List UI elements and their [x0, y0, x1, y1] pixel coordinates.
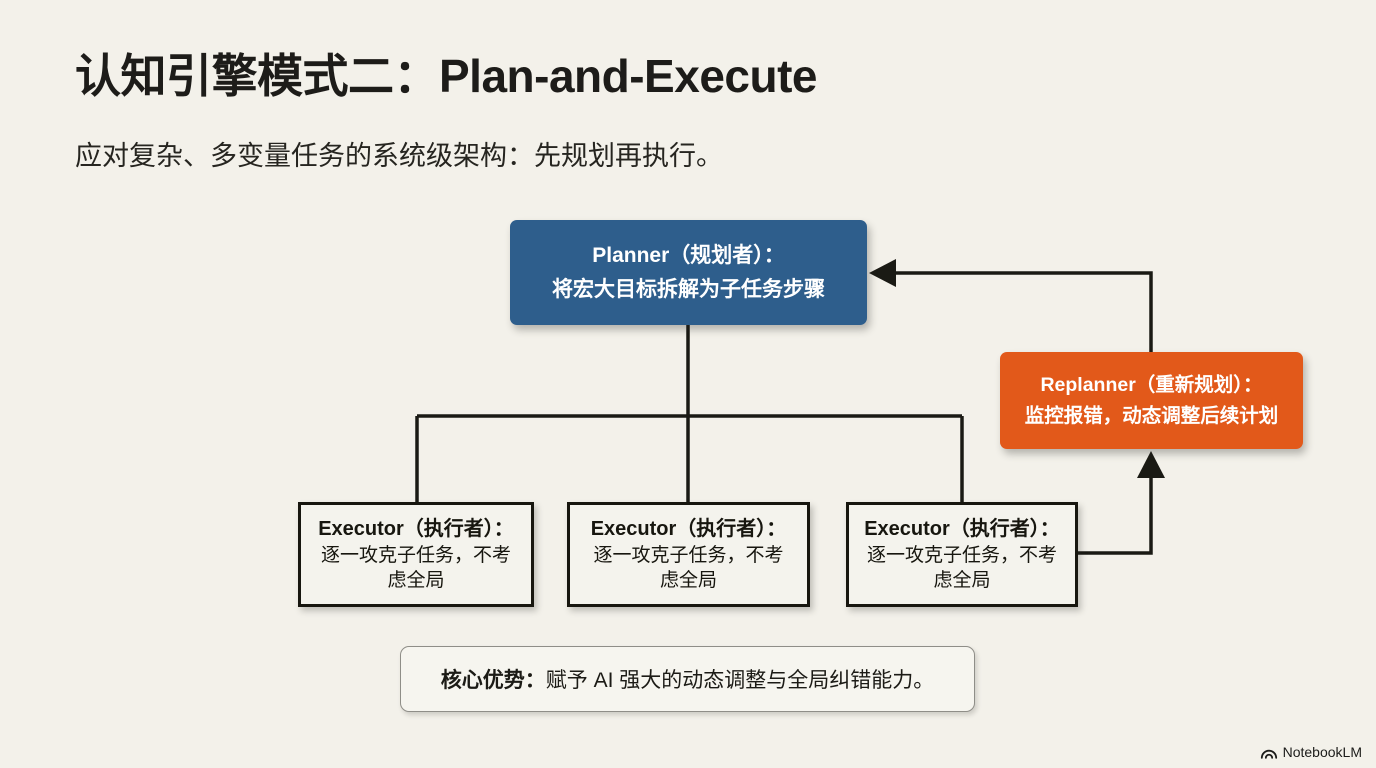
executor-1-desc: 逐一攻克子任务，不考 虑全局: [320, 544, 511, 591]
executor-node-2: Executor（执行者）： 逐一攻克子任务，不考 虑全局: [567, 502, 810, 607]
page-title: 认知引擎模式二：Plan-and-Execute: [75, 50, 818, 102]
executor-node-3: Executor（执行者）： 逐一攻克子任务，不考 虑全局: [846, 502, 1078, 607]
executor-1-title: Executor（执行者）：: [318, 517, 514, 540]
notebooklm-watermark: NotebookLM: [1260, 744, 1362, 760]
executor-node-1: Executor（执行者）： 逐一攻克子任务，不考 虑全局: [298, 502, 534, 607]
notebooklm-logo-icon: [1260, 749, 1277, 759]
page-subtitle: 应对复杂、多变量任务的系统级架构：先规划再执行。: [75, 141, 723, 171]
executor-3-desc: 逐一攻克子任务，不考 虑全局: [866, 544, 1057, 591]
replanner-title: Replanner（重新规划）：: [1040, 374, 1263, 397]
replanner-node: Replanner（重新规划）： 监控报错，动态调整后续计划: [1000, 352, 1303, 449]
planner-node: Planner（规划者）： 将宏大目标拆解为子任务步骤: [510, 220, 867, 325]
core-advantage-text: 赋予 AI 强大的动态调整与全局纠错能力。: [545, 669, 935, 692]
arrowhead-to-planner-icon: [869, 259, 896, 287]
notebooklm-brand-text: NotebookLM: [1282, 744, 1362, 760]
core-advantage-callout: 核心优势：赋予 AI 强大的动态调整与全局纠错能力。: [400, 646, 975, 712]
executor-2-desc: 逐一攻克子任务，不考 虑全局: [593, 544, 784, 591]
core-advantage-label: 核心优势：: [440, 669, 546, 692]
arrowhead-to-replanner-icon: [1137, 451, 1165, 478]
planner-desc: 将宏大目标拆解为子任务步骤: [552, 277, 825, 301]
planner-title: Planner（规划者）：: [592, 243, 785, 267]
replanner-desc: 监控报错，动态调整后续计划: [1024, 404, 1279, 427]
executor-2-title: Executor（执行者）：: [590, 517, 787, 540]
executor-3-title: Executor（执行者）：: [864, 517, 1060, 540]
